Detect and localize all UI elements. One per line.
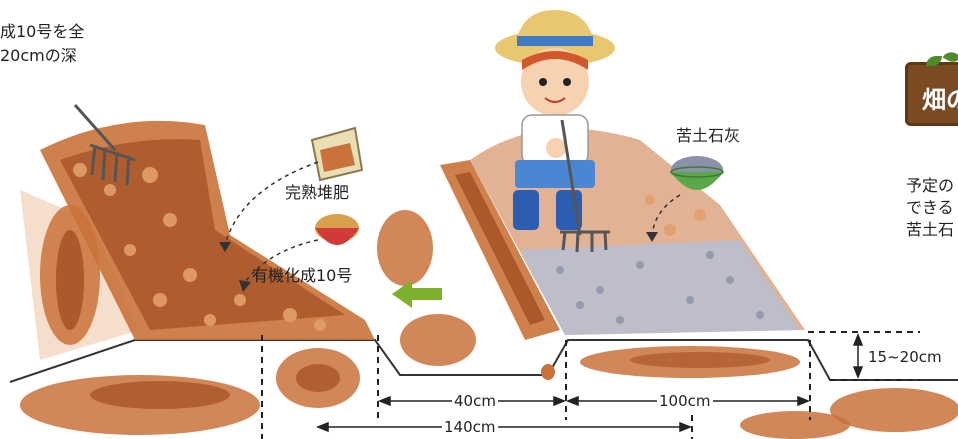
fertilizer-bowl-icon [315,214,359,245]
right-text-line1: 予定の [906,176,955,195]
sign-text: 畑の [922,86,958,114]
compost-bag-icon [310,126,364,182]
compost-label: 完熟堆肥 [285,183,350,202]
lime-bowl-icon [670,156,724,190]
garden-sign [905,62,958,126]
right-text-line2: できる [906,198,954,217]
dimension-100cm: 100cm [657,392,713,410]
dimension-depth: 15~20cm [868,348,942,366]
dimension-140cm: 140cm [442,418,498,436]
dimension-40cm: 40cm [452,392,498,410]
top-left-text-line2: 20cmの深 [0,46,77,65]
rake-icon [73,104,136,186]
shovel-icon [560,119,610,253]
top-left-text-line1: 成10号を全 [0,22,85,41]
lime-label: 苦土石灰 [676,126,741,145]
right-text-line3: 苦土石 [906,220,955,239]
sign-leaf-icon [926,56,942,66]
fertilizer-label: 有機化成10号 [252,266,353,285]
green-arrow-icon [392,280,442,308]
